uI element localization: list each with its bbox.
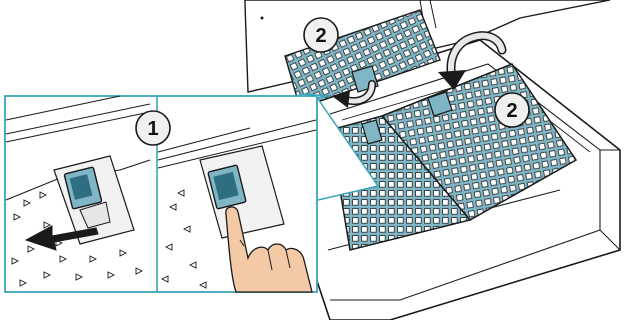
step-1-label: 1 [147,118,158,140]
step-2-label-right: 2 [506,100,517,122]
step-2-label-left: 2 [315,25,326,47]
step-2-badge-right: 2 [495,93,529,127]
step-1-badge: 1 [136,111,170,145]
step-2-badge-left: 2 [304,18,338,52]
